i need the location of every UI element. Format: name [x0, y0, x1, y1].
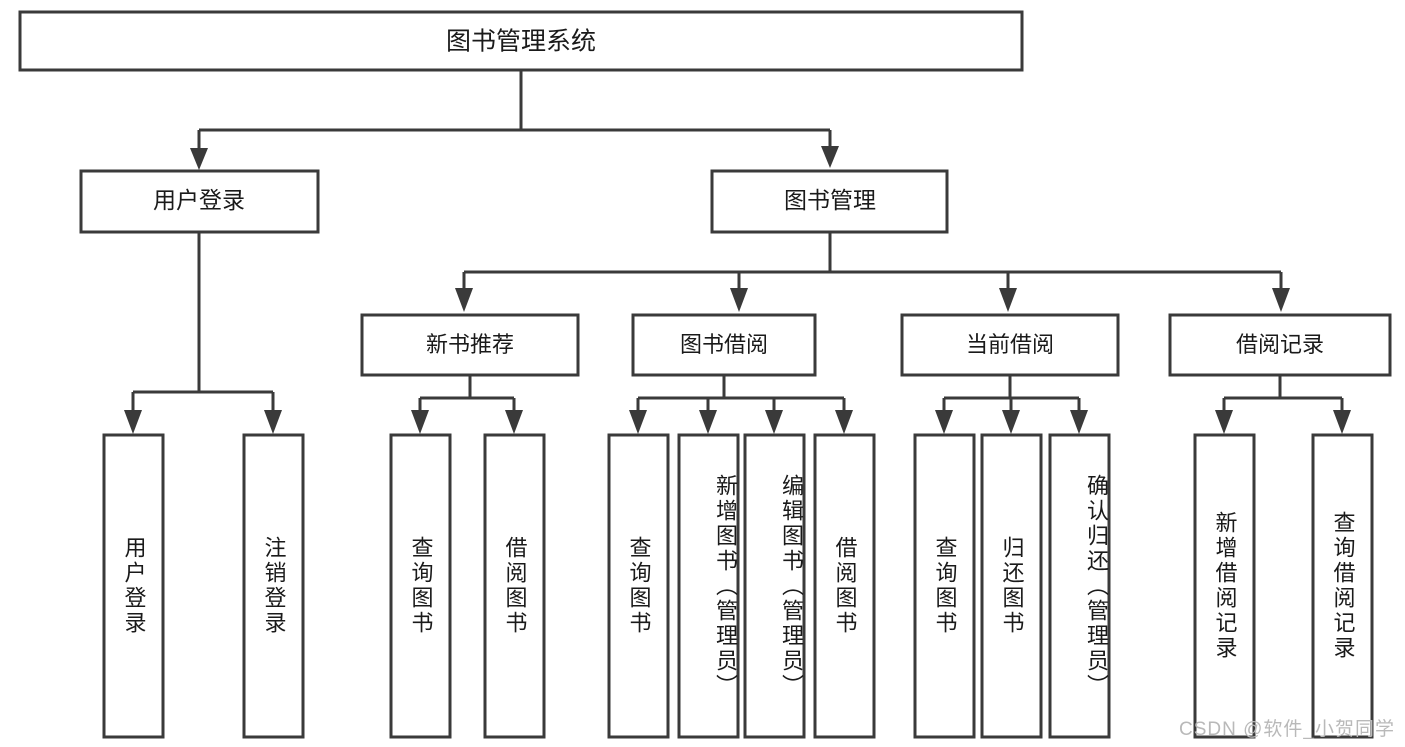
- leaf-box-query-book-1[interactable]: [389, 433, 452, 739]
- watermark: CSDN @软件_小贺同学: [1179, 719, 1395, 740]
- connector-userlogin-to-leaves: [124, 232, 282, 434]
- leaf-box-user-login[interactable]: [102, 433, 165, 739]
- leaf-boxes: [102, 433, 1374, 739]
- node-new-book-recommend[interactable]: 新书推荐: [360, 313, 580, 377]
- node-borrow-record[interactable]: 借阅记录: [1168, 313, 1392, 377]
- node-book-management[interactable]: 图书管理: [710, 169, 949, 234]
- leaf-box-borrow-book-1[interactable]: [483, 433, 546, 739]
- leaf-box-borrow-book-2[interactable]: [813, 433, 876, 739]
- leaf-box-add-record[interactable]: [1193, 433, 1256, 739]
- connector-current-to-leaves: [935, 375, 1088, 434]
- connector-bookmgmt-to-level2: [455, 232, 1290, 312]
- node-root[interactable]: 图书管理系统: [18, 10, 1024, 72]
- leaf-box-add-book[interactable]: [677, 433, 740, 739]
- node-book-borrow[interactable]: 图书借阅: [631, 313, 817, 377]
- connector-root-to-level1: [190, 70, 839, 170]
- leaf-box-query-book-3[interactable]: [913, 433, 976, 739]
- connector-record-to-leaves: [1215, 375, 1351, 434]
- node-current-borrow[interactable]: 当前借阅: [900, 313, 1120, 377]
- leaf-box-edit-book[interactable]: [743, 433, 806, 739]
- node-user-login-label: 用户登录: [153, 187, 245, 213]
- node-current-borrow-label: 当前借阅: [966, 332, 1054, 357]
- node-new-book-recommend-label: 新书推荐: [426, 332, 514, 357]
- node-borrow-record-label: 借阅记录: [1236, 332, 1324, 357]
- leaf-box-query-book-2[interactable]: [607, 433, 670, 739]
- leaf-box-return-book[interactable]: [980, 433, 1043, 739]
- connector-borrow-to-leaves: [629, 375, 853, 434]
- node-book-management-label: 图书管理: [784, 187, 876, 213]
- leaf-box-query-record[interactable]: [1311, 433, 1374, 739]
- leaf-box-confirm-return[interactable]: [1048, 433, 1111, 739]
- leaf-box-logout[interactable]: [242, 433, 305, 739]
- connector-newbook-to-leaves: [411, 375, 523, 434]
- node-book-borrow-label: 图书借阅: [680, 332, 768, 357]
- node-root-label: 图书管理系统: [446, 28, 596, 56]
- node-user-login[interactable]: 用户登录: [79, 169, 320, 234]
